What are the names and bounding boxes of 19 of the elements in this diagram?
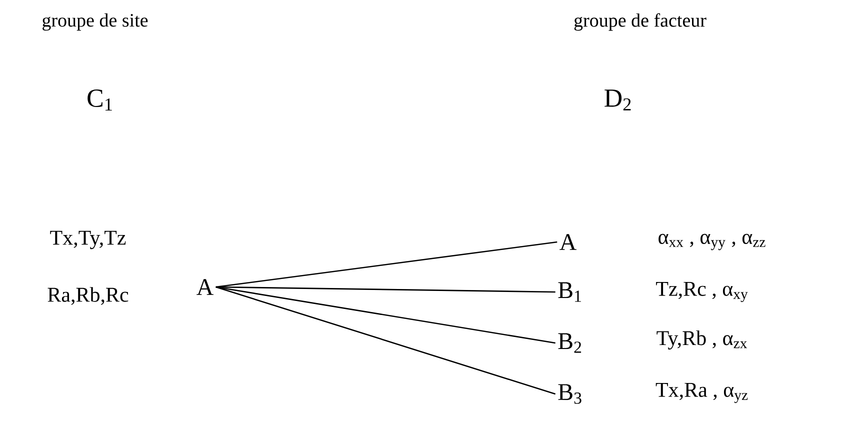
group-symbol: D$_{2}$ <box>604 90 631 110</box>
basis-functions: Ty,Rb , α$_{zx}$ <box>656 330 748 350</box>
state-label: A <box>196 279 214 295</box>
state-label: A <box>560 234 576 250</box>
group-symbol: C$_{1}$ <box>88 90 112 110</box>
correlation-line <box>216 286 556 395</box>
state-label: B$_{2}$ <box>558 333 582 353</box>
group-heading: groupe de facteur <box>574 13 706 31</box>
basis-functions: Tz,Rc , α$_{xy}$ <box>656 282 748 302</box>
state-label: B$_{1}$ <box>558 282 581 302</box>
basis-functions: Tx,Ra , α$_{yz}$ <box>656 382 748 404</box>
correlation-line <box>216 241 558 288</box>
basis-functions: Ra,Rb,Rc <box>48 287 128 305</box>
correlation-line <box>216 286 556 293</box>
basis-functions: Tx,Ty,Tz <box>50 230 126 250</box>
basis-functions: α$_{xx}$ , α$_{yy}$ , α$_{zz}$ <box>658 234 766 250</box>
group-heading: groupe de site <box>42 13 148 31</box>
state-label: B$_{3}$ <box>558 384 582 404</box>
correlation-line <box>216 286 556 344</box>
